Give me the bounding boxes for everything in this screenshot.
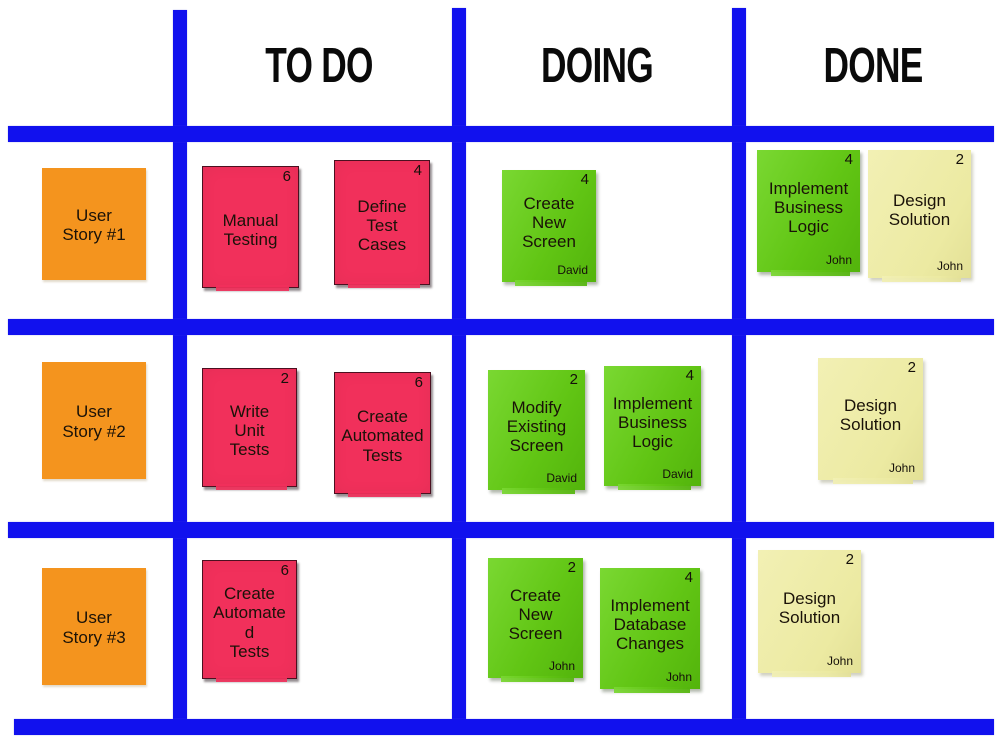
task-card-title: Define Test Cases — [357, 196, 407, 255]
story-card-title: User Story #2 — [62, 402, 126, 441]
task-card-title: Design Solution — [778, 588, 841, 627]
task-card-points: 6 — [282, 168, 291, 185]
task-card-title: Implement Database Changes — [610, 596, 690, 654]
column-header-doing: DOING — [540, 39, 654, 93]
story-card[interactable]: User Story #3 — [42, 568, 146, 685]
task-card[interactable]: 6 Create Automated Tests — [202, 560, 297, 682]
task-card[interactable]: 6 Create Automated Tests — [334, 372, 431, 497]
task-card[interactable]: 4 Define Test Cases — [334, 160, 430, 288]
task-card[interactable]: 2 Design Solution John — [758, 550, 861, 677]
story-card[interactable]: User Story #1 — [42, 168, 146, 280]
column-divider-3 — [732, 8, 746, 720]
task-card-points: 2 — [955, 151, 964, 168]
task-card-title: Implement Business Logic — [612, 393, 693, 451]
task-card-title: Create Automated Tests — [341, 407, 424, 465]
task-card-owner: John — [826, 653, 853, 668]
task-card-title: Create New Screen — [508, 585, 563, 643]
task-card-points: 4 — [684, 569, 693, 586]
task-card-points: 4 — [844, 151, 853, 168]
story-card-title: User Story #1 — [62, 205, 126, 244]
task-card-owner: David — [557, 262, 588, 277]
row-divider-2 — [8, 522, 994, 538]
task-card[interactable]: 4 Implement Database Changes John — [600, 568, 700, 693]
task-card[interactable]: 2 Modify Existing Screen David — [488, 370, 585, 494]
task-card-title: Write Unit Tests — [229, 401, 270, 460]
task-card-title: Manual Testing — [222, 210, 279, 249]
task-card-points: 4 — [413, 162, 422, 179]
task-card-points: 6 — [280, 562, 289, 579]
task-card-points: 2 — [569, 371, 578, 388]
column-divider-2 — [452, 8, 466, 720]
task-card[interactable]: 2 Design Solution John — [868, 150, 971, 282]
task-card-owner: David — [662, 466, 693, 481]
row-divider-1 — [8, 319, 994, 335]
task-card-owner: John — [548, 658, 575, 673]
task-card[interactable]: 2 Create New Screen John — [488, 558, 583, 682]
story-card-title: User Story #3 — [62, 608, 126, 647]
task-card-points: 2 — [280, 370, 289, 387]
column-header-done: DONE — [823, 39, 923, 93]
task-card-owner: John — [936, 258, 963, 273]
column-header-todo: TO DO — [265, 39, 373, 93]
task-card-points: 2 — [567, 559, 576, 576]
task-card-points: 4 — [685, 367, 694, 384]
task-card[interactable]: 4 Implement Business Logic David — [604, 366, 701, 490]
task-card-owner: David — [546, 470, 577, 485]
task-card-title: Implement Business Logic — [768, 178, 849, 236]
task-card-points: 4 — [580, 171, 589, 188]
task-card[interactable]: 4 Create New Screen David — [502, 170, 596, 286]
task-card-owner: John — [825, 252, 852, 267]
task-card[interactable]: 4 Implement Business Logic John — [757, 150, 860, 276]
story-card[interactable]: User Story #2 — [42, 362, 146, 479]
row-divider-bottom — [14, 719, 994, 735]
task-card-title: Design Solution — [888, 191, 951, 230]
task-card[interactable]: 2 Design Solution John — [818, 358, 923, 484]
task-card-owner: John — [888, 460, 915, 475]
column-divider-1 — [173, 10, 187, 720]
row-divider-header — [8, 126, 994, 142]
task-card-owner: John — [665, 669, 692, 684]
task-card-points: 6 — [414, 374, 423, 391]
task-card-title: Create Automated Tests — [213, 584, 286, 661]
task-card[interactable]: 6 Manual Testing — [202, 166, 299, 291]
task-card-points: 2 — [907, 359, 916, 376]
task-card[interactable]: 2 Write Unit Tests — [202, 368, 297, 490]
task-card-title: Modify Existing Screen — [506, 397, 567, 455]
task-card-title: Create New Screen — [522, 193, 576, 251]
task-card-title: Design Solution — [839, 396, 902, 435]
task-card-points: 2 — [845, 551, 854, 568]
